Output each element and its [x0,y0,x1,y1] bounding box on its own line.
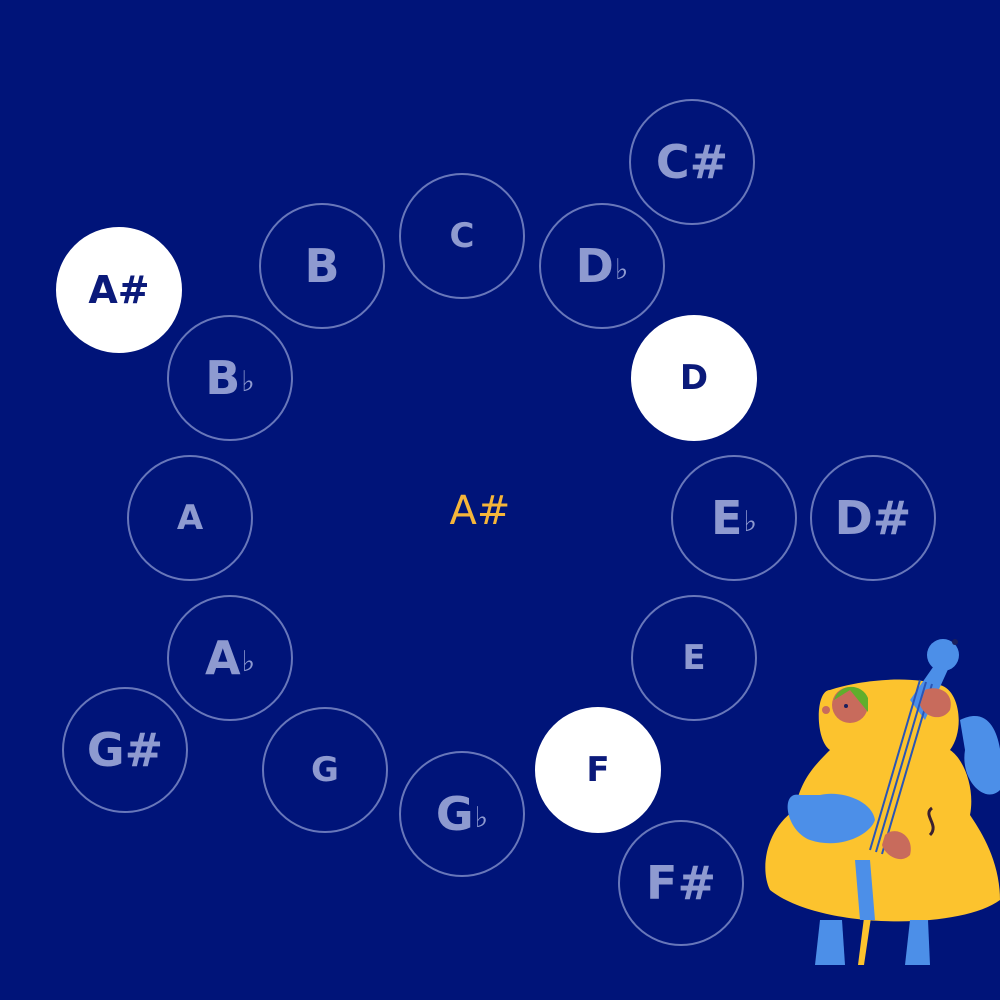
note-b-flat[interactable]: B♭ [167,315,293,441]
note-f-sharp[interactable]: F# [618,820,744,946]
flat-symbol: ♭ [474,800,489,834]
note-e-flat-base: E [711,491,743,545]
note-d-flat-base: D [575,239,614,293]
note-b-flat-base: B [205,351,241,405]
note-g-label: G [311,750,339,790]
note-a-sharp-label: A# [88,268,150,312]
note-g-flat-base: G [435,787,474,841]
note-a-flat[interactable]: A♭ [167,595,293,721]
note-b[interactable]: B [259,203,385,329]
note-d-label: D [679,358,709,398]
note-d-sharp[interactable]: D# [810,455,936,581]
note-g[interactable]: G [262,707,388,833]
note-d-sharp-label: D# [834,491,912,545]
note-b-label: B [304,239,340,293]
note-c-sharp[interactable]: C# [629,99,755,225]
flat-symbol: ♭ [241,364,255,398]
note-c[interactable]: C [399,173,525,299]
current-key-label: A# [449,488,511,534]
note-e[interactable]: E [631,595,757,721]
note-f-sharp-label: F# [646,856,716,910]
note-c-label: C [449,216,475,256]
note-e-flat[interactable]: E♭ [671,455,797,581]
note-f-label: F [586,750,610,790]
note-g-flat[interactable]: G♭ [399,751,525,877]
note-a[interactable]: A [127,455,253,581]
cello-player-illustration [765,639,1000,965]
note-g-sharp[interactable]: G# [62,687,188,813]
note-c-sharp-label: C# [655,135,729,189]
flat-symbol: ♭ [614,252,629,286]
note-g-sharp-label: G# [86,723,164,777]
note-d[interactable]: D [631,315,757,441]
flat-symbol: ♭ [743,504,757,538]
flat-symbol: ♭ [241,644,256,678]
note-a-label: A [176,498,204,538]
note-f[interactable]: F [535,707,661,833]
note-a-sharp[interactable]: A# [56,227,182,353]
note-a-flat-base: A [204,631,241,685]
note-d-flat[interactable]: D♭ [539,203,665,329]
note-e-label: E [682,638,706,678]
